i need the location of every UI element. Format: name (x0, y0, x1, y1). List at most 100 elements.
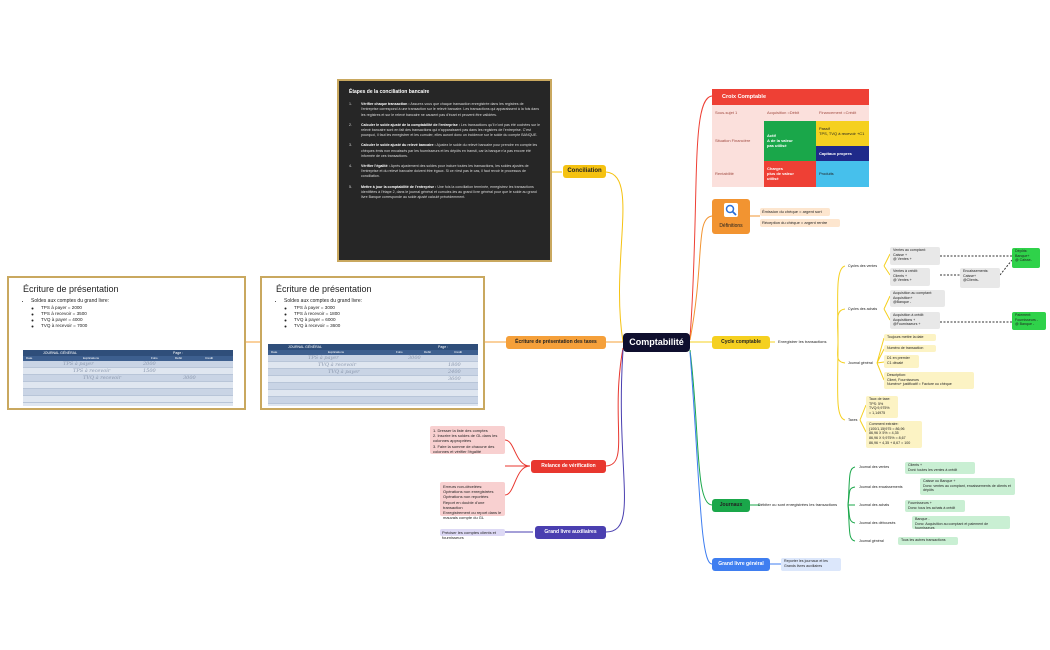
cycles-achats: Cycles des achats (848, 307, 878, 311)
row-credit: 2400 (448, 369, 461, 375)
branch-conciliation[interactable]: Conciliation (563, 165, 606, 178)
croix-passif: Passif TPS, TVQ à recevoir +C1 (816, 121, 869, 146)
branch-grand-livre-auxiliaires[interactable]: Grand livre auxiliaires (535, 526, 606, 539)
branch-definitions[interactable]: Définitions (712, 199, 750, 234)
card-bullet-text: Soldes aux comptes du grand livre: (284, 298, 363, 304)
step-text: Assurez-vous que chaque transaction enre… (361, 102, 540, 117)
journal-general-node: Journal général (848, 361, 873, 365)
step-heading: Vérifier l'égalité : (361, 164, 390, 169)
balance-item: TPS à payer = 3000 (294, 305, 469, 311)
ventes-comptant: Ventes au comptant: Caisse + @ Ventes + (890, 247, 940, 265)
croix-col-acquisition: Acquisition =Débit (764, 105, 816, 121)
step-text: Une fois la conciliation terminée, enreg… (361, 184, 537, 200)
col-credit: Crédit (454, 350, 463, 354)
definition-item: Émission du chèque = argent sort (760, 208, 830, 216)
step-number: 1. (349, 102, 352, 107)
col-debit: Débit (175, 356, 183, 360)
col-date: Date (26, 356, 33, 360)
croix-col-financement: Financement =Crédit (816, 105, 869, 121)
croix-capitaux: Capitaux propres (816, 146, 869, 161)
cycles-ventes: Cycles des ventes (848, 264, 878, 268)
row-debit: 2000 (143, 361, 156, 367)
balance-item: TVQ à payer = 4000 (41, 317, 111, 323)
step-text: Les transactions qu'il n'ont pas été coc… (361, 122, 541, 138)
col-explications: Explications (83, 356, 100, 360)
jg-item: Toujours mettre la date (884, 334, 936, 341)
comment-extraire: Comment extraire: (100/1,15)975 = 86,96 … (866, 421, 922, 448)
jg-item: Description: Client, Fournisseurs Numéro… (884, 372, 974, 389)
step-item: 5. Mettre à jour la comptabilité de l'ent… (349, 185, 540, 201)
step-item: 1. Vérifier chaque transaction : Assurez-… (349, 102, 540, 118)
row-explication: TVQ à recevoir (318, 362, 357, 368)
central-topic[interactable]: Comptabilité (623, 333, 690, 352)
table-row (268, 397, 478, 404)
croix-header: Croix Comptable (712, 89, 869, 105)
step-heading: Calculer le solde ajusté de la comptabil… (361, 122, 460, 127)
jg-item: D1 en premier C1 décalé (884, 355, 919, 368)
balance-item: TPS à recevoir = 1800 (294, 311, 469, 317)
row-debit: 1500 (143, 368, 156, 374)
relance-note-non-decelees-box: Erreurs non-décelées: Opérations non enr… (440, 482, 505, 520)
col-folio: Folio (396, 350, 403, 354)
paiement: Paiement: Fournisseurs - @ Banque - (1012, 312, 1046, 330)
table-row (268, 390, 478, 397)
magnifier-icon (724, 203, 738, 217)
card-bullet: Soldes aux comptes du grand livre: TPS à… (284, 298, 469, 330)
table-row (23, 389, 233, 396)
row-explication: TPS à payer (308, 355, 339, 361)
croix-comptable-table: Croix Comptable Sous-sujet 1 Acquisition… (712, 89, 869, 187)
journal-desc: Banque - Donc: Acquisition au comptant e… (912, 516, 1010, 530)
branch-ecriture-taxes[interactable]: Écriture de présentation des taxes (506, 336, 606, 349)
col-date: Date (271, 350, 278, 354)
card-title: Écriture de présentation (276, 284, 372, 294)
encaissements: Encaissements: Caisse+ @Clients- (960, 268, 1000, 288)
step-heading: Mettre à jour la comptabilité de l'entre… (361, 184, 437, 189)
acquisition-comptant: Acquisition au comptant: Acquisition+ @B… (890, 290, 945, 307)
col-explications: Explications (328, 350, 345, 354)
branch-relance-verification[interactable]: Relance de vérification (531, 460, 606, 473)
branch-journaux[interactable]: Journaux (712, 499, 750, 512)
row-explication: TPS à payer (63, 361, 94, 367)
step-number: 5. (349, 184, 352, 189)
table-row (23, 396, 233, 403)
journal-desc: Clients + Doni: toutes les ventes à créd… (905, 462, 975, 474)
col-debit: Débit (424, 350, 432, 354)
definition-item: Réception du chèque = argent rentre (760, 219, 840, 227)
journal-desc: Tous les autres transactions (898, 537, 958, 545)
step-item: 4.Vérifier l'égalité : Après ajustement … (349, 164, 540, 180)
taxes-node: Taxes (848, 418, 858, 422)
branch-grand-livre-general[interactable]: Grand livre général (712, 558, 770, 571)
steps-title: Étapes de la conciliation bancaire (349, 89, 430, 95)
row-explication: TVQ à recevoir (83, 375, 122, 381)
row-debit: 3000 (408, 355, 421, 361)
table-row: 3600 (268, 376, 478, 383)
table-row (268, 383, 478, 390)
gl-aux-note: Préciser les comptes clients et fourniss… (440, 529, 505, 540)
relance-note-steps: 1. Dresser la liste des comptes 2. Inscr… (430, 426, 505, 454)
croix-charges: Charges plus de valeur utilisé (764, 161, 816, 187)
journal-page: Page : (173, 351, 184, 355)
balance-item: TVQ à recevoir = 3600 (294, 323, 469, 329)
col-folio: Folio (151, 356, 158, 360)
journal-label: Journal des ventes (859, 465, 890, 469)
croix-row-label: Sous-sujet 1 (712, 105, 764, 121)
relance-note-non-decelees-text: Erreurs non-décelées: Opérations non enr… (443, 484, 502, 521)
ecriture-card-2: Écriture de présentation Soldes aux comp… (260, 276, 485, 410)
journaux-note: Débiter ou sont enregistrées les transac… (758, 502, 838, 507)
step-heading: Vérifier chaque transaction : (361, 102, 410, 107)
definitions-label: Définitions (719, 223, 743, 229)
balance-item: TVQ à recevoir = 7000 (41, 323, 111, 329)
col-credit: Crédit (205, 356, 214, 360)
jg-item: Numéro de transaction (884, 345, 936, 352)
card-bullet: Soldes aux comptes du grand livre: TPS à… (31, 298, 111, 330)
acquisition-credit: Acquisition à crédit: Acquisitions + @Fo… (890, 312, 940, 329)
journal-label: Journal des déboursés (859, 521, 896, 525)
branch-cycle-comptable[interactable]: Cycle comptable (712, 336, 770, 349)
table-row (23, 382, 233, 389)
